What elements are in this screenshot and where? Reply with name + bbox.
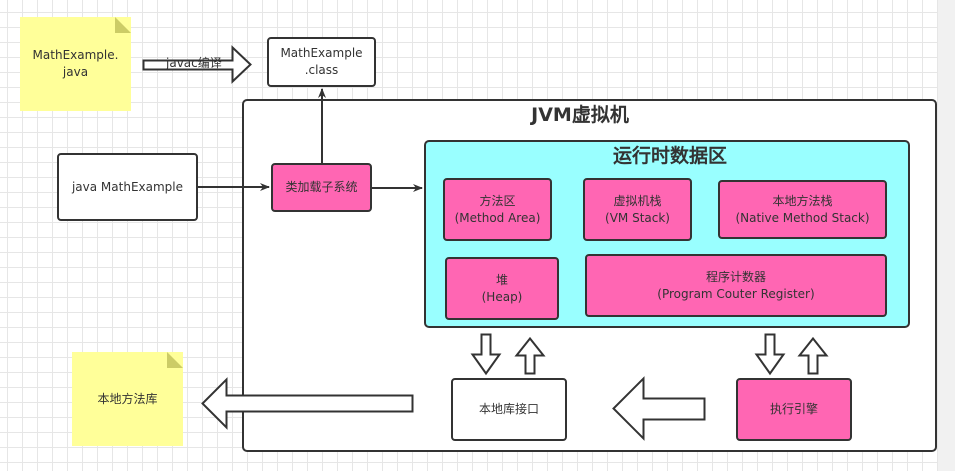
vm-stack[interactable]: 虚拟机栈 (VM Stack) bbox=[583, 178, 692, 241]
class-loader-label: 类加载子系统 bbox=[285, 180, 358, 194]
heap[interactable]: 堆 (Heap) bbox=[445, 257, 559, 320]
class-file-box[interactable]: MathExample .class bbox=[267, 37, 376, 87]
heap-en: (Heap) bbox=[481, 289, 523, 304]
native-library-note[interactable]: 本地方法库 bbox=[72, 352, 183, 446]
heap-cn: 堆 bbox=[495, 272, 508, 287]
native-method-stack-en: (Native Method Stack) bbox=[735, 210, 870, 225]
native-library-label: 本地方法库 bbox=[97, 391, 158, 406]
compile-arrow-label: javac编译 bbox=[166, 56, 222, 70]
pc-register-en: (Program Couter Register) bbox=[657, 286, 815, 301]
native-library-interface[interactable]: 本地库接口 bbox=[451, 378, 567, 441]
source-file-line1: MathExample. bbox=[32, 48, 119, 62]
native-method-stack[interactable]: 本地方法栈 (Native Method Stack) bbox=[718, 180, 887, 239]
pc-register-cn: 程序计数器 bbox=[705, 269, 766, 284]
execution-engine-label: 执行引擎 bbox=[769, 402, 818, 416]
class-file-line1: MathExample bbox=[280, 46, 363, 60]
method-area[interactable]: 方法区 (Method Area) bbox=[443, 178, 552, 241]
class-loader-subsystem[interactable]: 类加载子系统 bbox=[271, 163, 372, 212]
class-file-line2: .class bbox=[304, 63, 339, 77]
method-area-cn: 方法区 bbox=[479, 193, 516, 208]
side-panel bbox=[938, 0, 955, 471]
note-fold bbox=[167, 352, 183, 368]
vm-stack-en: (VM Stack) bbox=[605, 210, 670, 225]
method-area-en: (Method Area) bbox=[454, 210, 541, 225]
command-text: java MathExample bbox=[71, 179, 184, 194]
native-interface-label: 本地库接口 bbox=[478, 402, 539, 416]
note-fold bbox=[115, 17, 131, 33]
native-method-stack-cn: 本地方法栈 bbox=[772, 193, 833, 208]
runtime-data-area-title: 运行时数据区 bbox=[612, 145, 727, 167]
command-box[interactable]: java MathExample bbox=[57, 153, 198, 221]
source-file-line2: java bbox=[62, 65, 89, 79]
program-counter-register[interactable]: 程序计数器 (Program Couter Register) bbox=[585, 254, 887, 317]
execution-engine[interactable]: 执行引擎 bbox=[736, 378, 852, 441]
source-file-note[interactable]: MathExample. java bbox=[20, 17, 131, 111]
vm-stack-cn: 虚拟机栈 bbox=[613, 193, 662, 208]
jvm-title: JVM虚拟机 bbox=[531, 104, 629, 126]
